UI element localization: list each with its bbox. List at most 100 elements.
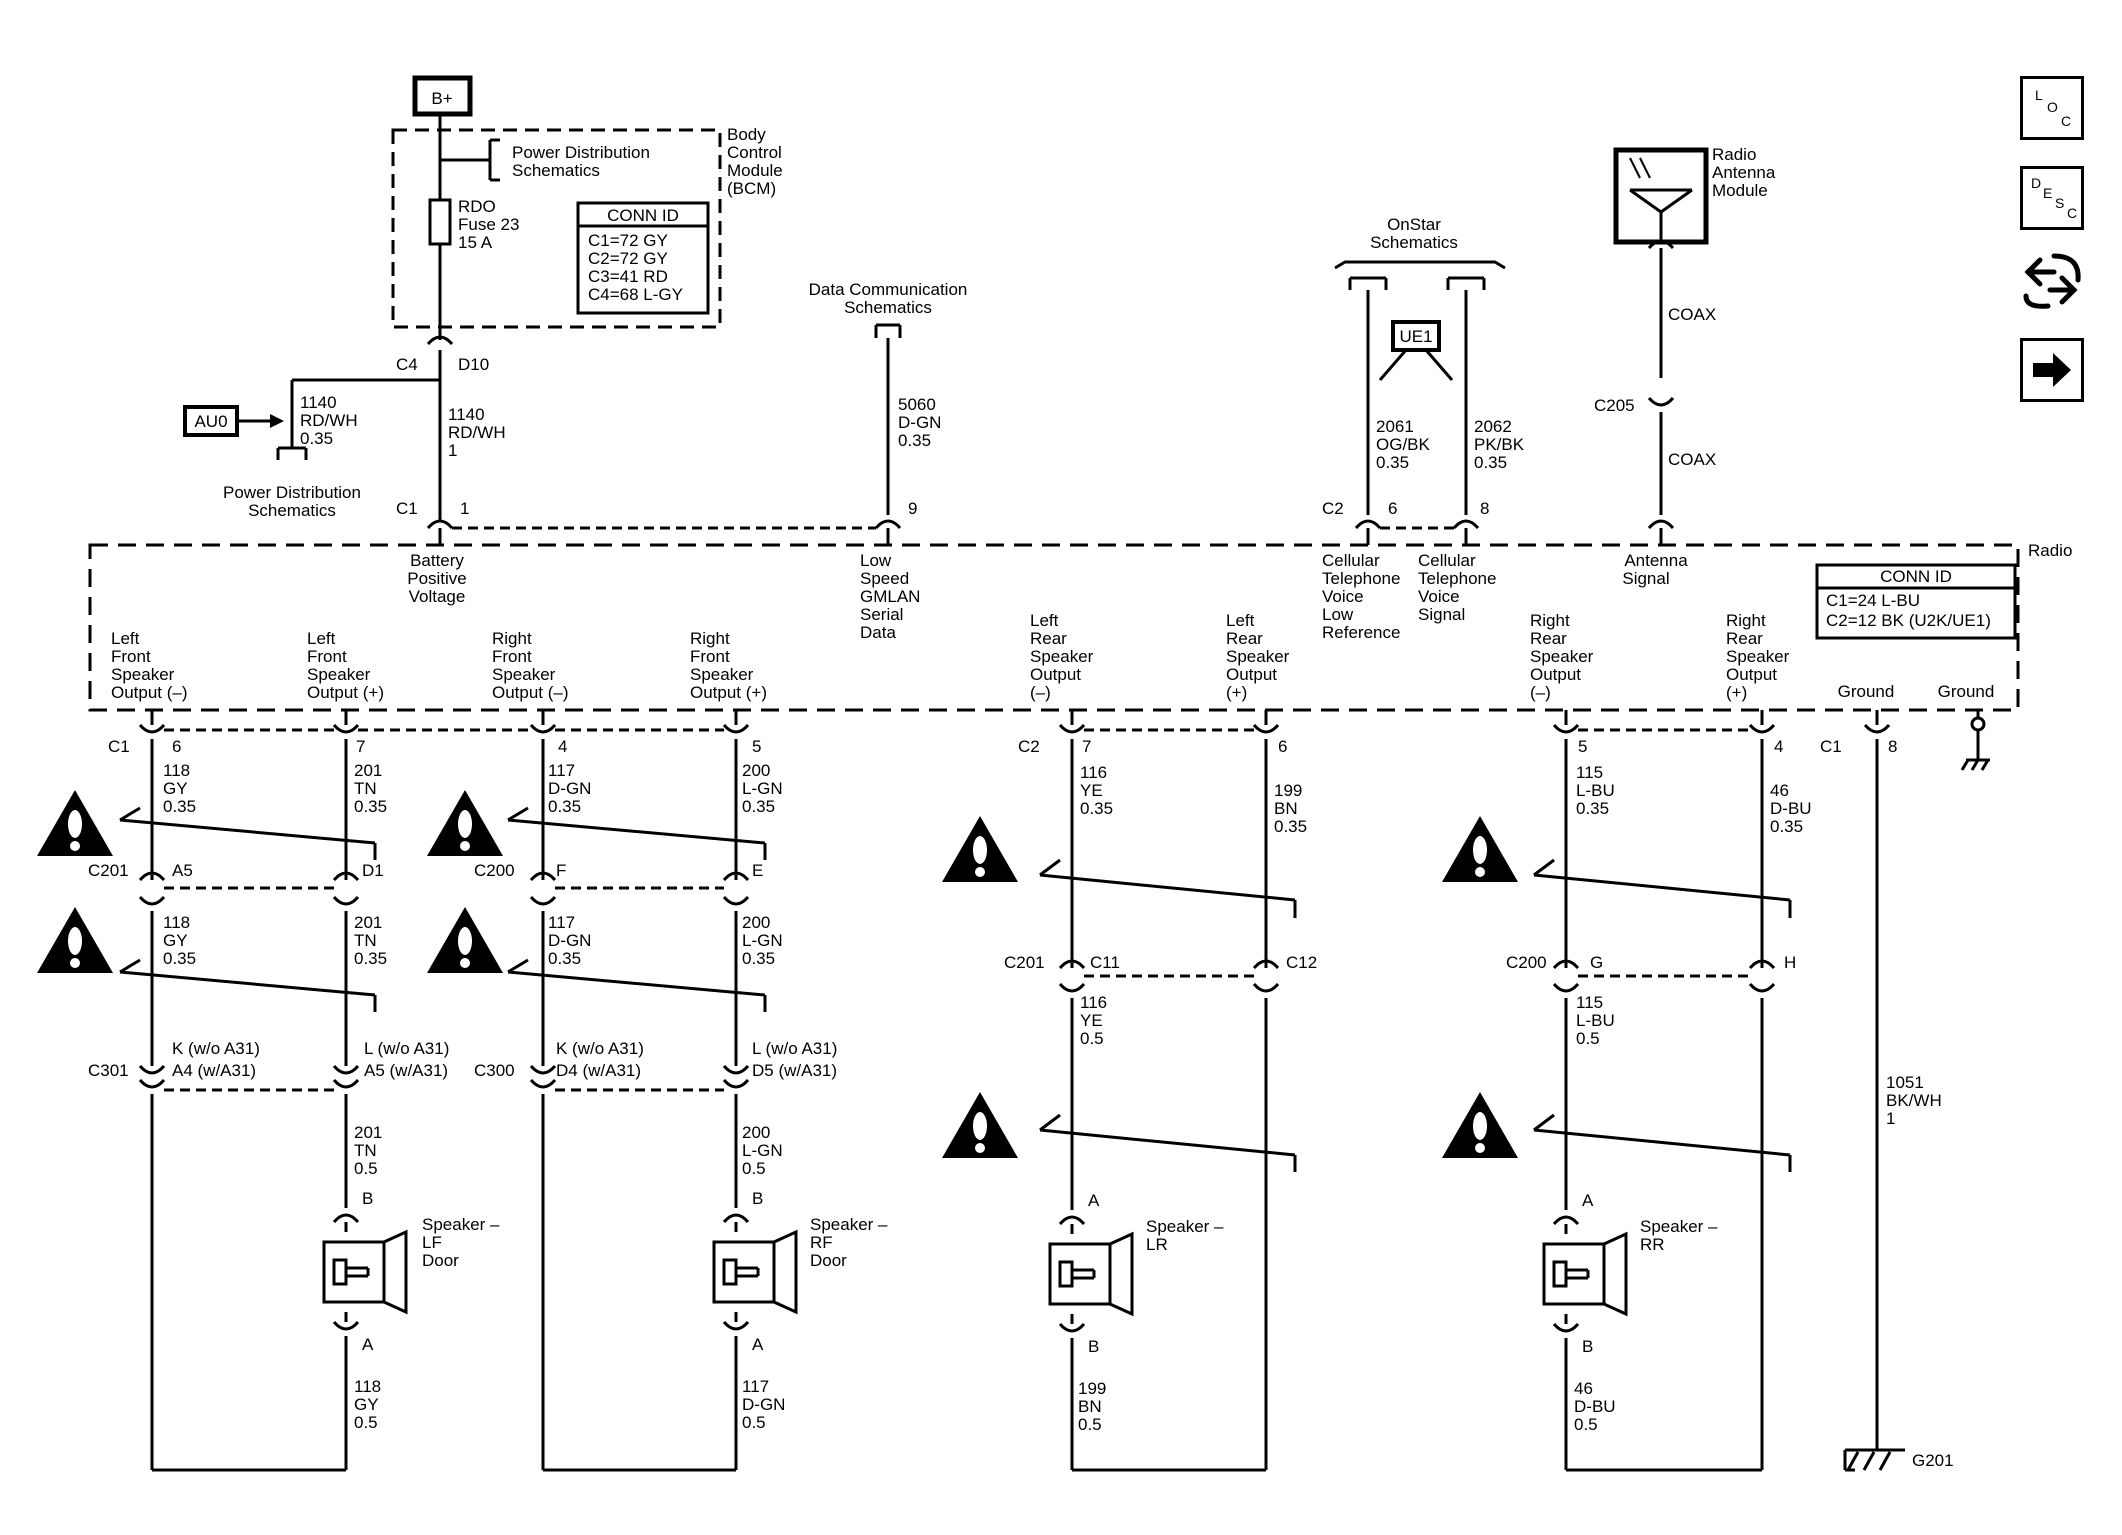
signal-label: Voltage bbox=[409, 587, 466, 606]
schematic-ref: Schematics bbox=[1370, 233, 1458, 252]
speaker-pin: A bbox=[1582, 1191, 1594, 1210]
pin-label: H bbox=[1784, 953, 1796, 972]
pin-label: 9 bbox=[908, 499, 917, 518]
speaker-name: Door bbox=[422, 1251, 459, 1270]
bcm-boundary bbox=[391, 128, 722, 329]
wire-label: 199 bbox=[1274, 781, 1302, 800]
caution-icon bbox=[427, 907, 503, 973]
wire-label: 0.5 bbox=[354, 1413, 378, 1432]
output-label: Speaker bbox=[111, 665, 175, 684]
bcm-conn-row: C2=72 GY bbox=[588, 249, 668, 268]
desc-letter: E bbox=[2043, 185, 2053, 201]
fuse-label: Fuse 23 bbox=[458, 215, 519, 234]
rear-speaker-wires bbox=[1039, 739, 1792, 1472]
wire-label: 0.35 bbox=[1474, 453, 1507, 472]
signal-label: Low bbox=[860, 551, 892, 570]
connector-label: C301 bbox=[88, 1061, 129, 1080]
output-label: Output (+) bbox=[307, 683, 384, 702]
output-label: Speaker bbox=[1030, 647, 1094, 666]
description-nav-icon[interactable]: D E S C bbox=[2020, 166, 2084, 230]
bplus-label: B+ bbox=[431, 89, 452, 108]
wire-label: 0.5 bbox=[1576, 1029, 1600, 1048]
wire-label: 201 bbox=[354, 761, 382, 780]
data-comm-section: Data Communication Schematics 5060 D-GN … bbox=[809, 280, 968, 642]
output-label: Speaker bbox=[690, 665, 754, 684]
antenna-title: Radio bbox=[1712, 145, 1756, 164]
bcm-conn-id-box bbox=[576, 201, 710, 315]
signal-label: Voice bbox=[1322, 587, 1364, 606]
wire-label: L-BU bbox=[1576, 781, 1615, 800]
signal-label: Telephone bbox=[1418, 569, 1496, 588]
wire-label: L-GN bbox=[742, 779, 783, 798]
next-page-icon[interactable] bbox=[2020, 338, 2084, 402]
bcm-conn-row: C1=72 GY bbox=[588, 231, 668, 250]
wire-label: D-GN bbox=[548, 931, 591, 950]
wire-label: 0.35 bbox=[1274, 817, 1307, 836]
bcm-conn-title: CONN ID bbox=[607, 206, 679, 225]
connector-view-icon[interactable] bbox=[2020, 246, 2084, 316]
pin-label: 6 bbox=[172, 737, 181, 756]
output-label: Speaker bbox=[1726, 647, 1790, 666]
ground-point-label: G201 bbox=[1912, 1451, 1954, 1470]
schematic-ref: Data Communication bbox=[809, 280, 968, 299]
bcm-name: Body bbox=[727, 125, 766, 144]
caution-icon bbox=[37, 907, 113, 973]
wire-label: 2061 bbox=[1376, 417, 1414, 436]
wire-label: BN bbox=[1274, 799, 1298, 818]
output-label: Output bbox=[1726, 665, 1777, 684]
pin-label: C11 bbox=[1090, 953, 1120, 972]
signal-label: Serial bbox=[860, 605, 903, 624]
wires-bottom: 118 GY 0.5 117 D-GN 0.5 199 BN 0.5 46 D-… bbox=[354, 1377, 1616, 1434]
wire-label: D-GN bbox=[548, 779, 591, 798]
output-label: (+) bbox=[1726, 683, 1747, 702]
au0-section: AU0 1140 RD/WH 0.35 Power Distribution S… bbox=[194, 393, 361, 520]
caution-icon bbox=[942, 1092, 1018, 1158]
output-label: Output (–) bbox=[111, 683, 188, 702]
wire-label: D-GN bbox=[742, 1395, 785, 1414]
wire-label: L-GN bbox=[742, 1141, 783, 1160]
wire-label: 118 bbox=[354, 1377, 381, 1396]
ue1-label: UE1 bbox=[1399, 327, 1432, 346]
output-label: Speaker bbox=[492, 665, 556, 684]
signal-label: Telephone bbox=[1322, 569, 1400, 588]
speaker-name: Speaker – bbox=[1640, 1217, 1718, 1236]
pin-label: 8 bbox=[1480, 499, 1489, 518]
pin-label: L (w/o A31) bbox=[364, 1039, 449, 1058]
pd-label: Power Distribution bbox=[223, 483, 361, 502]
pin-label: 8 bbox=[1888, 737, 1897, 756]
output-label: Right bbox=[690, 629, 730, 648]
pin-label: 4 bbox=[558, 737, 567, 756]
wire-label: 0.5 bbox=[742, 1413, 766, 1432]
connector-label: C2 bbox=[1322, 499, 1344, 518]
wire-label: 118 bbox=[163, 761, 190, 780]
inline-front-1: C201 A5 D1 C200 F E bbox=[88, 861, 763, 880]
ground-label: Ground bbox=[1838, 682, 1895, 701]
output-label: Front bbox=[492, 647, 532, 666]
caution-icon bbox=[37, 790, 113, 856]
bcm-name: (BCM) bbox=[727, 179, 776, 198]
wires-rear-mid: 116 YE 0.5 115 L-BU 0.5 bbox=[1080, 993, 1615, 1048]
radio-conn-row: C2=12 BK (U2K/UE1) bbox=[1826, 611, 1991, 630]
wires-speaker-top: 201 TN 0.5 200 L-GN 0.5 bbox=[354, 1123, 783, 1178]
wire-label: YE bbox=[1080, 781, 1103, 800]
wire-label: 199 bbox=[1078, 1379, 1106, 1398]
wire-label: BN bbox=[1078, 1397, 1102, 1416]
output-label: Rear bbox=[1226, 629, 1263, 648]
pin-label: 1 bbox=[460, 499, 469, 518]
antenna-section: Radio Antenna Module COAX C205 COAX Ante… bbox=[1594, 145, 1776, 588]
signal-label: GMLAN bbox=[860, 587, 920, 606]
connector-label: C4 bbox=[396, 355, 418, 374]
speaker-lf-icon bbox=[322, 1230, 408, 1314]
front-speaker-wires bbox=[119, 739, 767, 1472]
output-label: Output bbox=[1226, 665, 1277, 684]
pin-label: D10 bbox=[458, 355, 489, 374]
output-label: Right bbox=[1726, 611, 1766, 630]
wire-label: 0.35 bbox=[354, 797, 387, 816]
location-nav-icon[interactable]: L O C bbox=[2020, 76, 2084, 140]
signal-label: Cellular bbox=[1418, 551, 1476, 570]
wire-label: 0.5 bbox=[1574, 1415, 1598, 1434]
pin-label: D4 (w/A31) bbox=[556, 1061, 641, 1080]
speaker-name: LF bbox=[422, 1233, 442, 1252]
signal-label: Data bbox=[860, 623, 896, 642]
wire-label: 1 bbox=[1886, 1109, 1895, 1128]
